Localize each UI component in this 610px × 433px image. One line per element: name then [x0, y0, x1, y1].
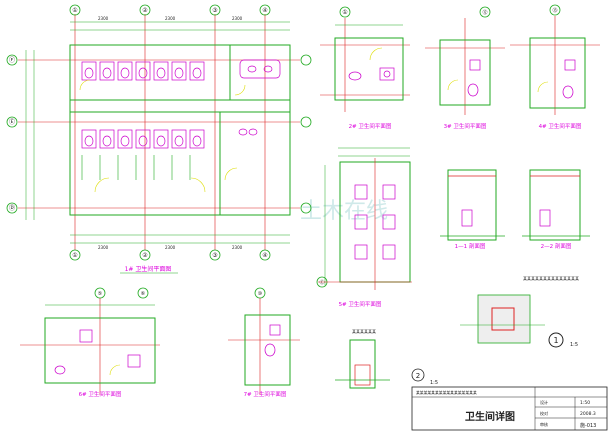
dim-text: 2300: [232, 245, 243, 250]
plan-1: ① ② ③ ④ ① ② ③ ④ Ⓕ Ⓔ Ⓓ 2300 2300 2300 230…: [6, 4, 312, 274]
axis-label: ④: [262, 252, 267, 259]
axis-label: Ⓒ: [319, 279, 324, 286]
plan-label: 7# 卫生间平面图: [244, 390, 287, 398]
plan-5: Ⓒ 5# 卫生间平面图: [316, 147, 412, 308]
detail-scale: 1:5: [570, 342, 578, 348]
title-field: 设计: [540, 399, 548, 405]
title-field: 校对: [540, 410, 548, 416]
axis-label: ①: [72, 252, 77, 259]
dim-text: 2300: [98, 245, 109, 250]
axis-label: ①: [342, 9, 347, 16]
watermark: 土木在线: [300, 199, 388, 224]
axis-label: ②: [142, 252, 148, 259]
detail-note: 某某某某某某某某某某某某某某: [523, 275, 579, 281]
section-label: 1—1 剖面图: [455, 242, 486, 250]
dim-text: 2300: [98, 16, 109, 21]
title-date: 2008.3: [580, 411, 596, 417]
title-text: 卫生间详图: [465, 410, 515, 423]
detail-marker: 1: [553, 336, 558, 345]
plan-label: 3# 卫生间平面图: [444, 122, 487, 130]
axis-label: ①: [72, 7, 77, 14]
axis-label: ③: [212, 252, 217, 259]
detail-marker: 2: [416, 372, 420, 380]
dim-text: 2300: [165, 245, 176, 250]
plan-2: ① 2# 卫生间平面图: [320, 6, 410, 130]
title-block: 某某某某某某某某某某某某某某某某 卫生间详图 设计 校对 审核 1:50 200…: [411, 386, 608, 431]
plan-6: ⑤ ⑥ 6# 卫生间平面图: [20, 287, 160, 398]
section-label: 2—2 剖面图: [541, 242, 572, 250]
plan-3: ⑫ 3# 卫生间平面图: [425, 6, 505, 130]
axis-label: ④: [262, 7, 267, 14]
title-scale: 1:50: [580, 400, 590, 406]
axis-label: ②: [142, 7, 148, 14]
dim-text: 2300: [165, 16, 176, 21]
axis-label: ⑩: [258, 291, 263, 297]
axis-label: ⑫: [482, 9, 487, 16]
axis-label: ③: [212, 7, 217, 14]
section-2: 2—2 剖面图: [522, 169, 590, 250]
axis-label: Ⓔ: [9, 118, 15, 126]
axis-label: ⑥: [141, 291, 146, 297]
detail-note: 某某某某某某: [352, 328, 376, 334]
axis-label: ⑤: [98, 291, 102, 297]
title-drawing-no: 施-013: [580, 422, 596, 429]
dim-text: 2300: [232, 16, 243, 21]
plan-7: ⑩ 7# 卫生间平面图: [228, 287, 300, 398]
watermark-text: 土木在线: [300, 199, 388, 224]
plan-label: 5# 卫生间平面图: [339, 300, 382, 308]
title-subtitle: 某某某某某某某某某某某某某某某某: [416, 390, 477, 395]
detail-2: 某某某某某某 2 1:5: [335, 328, 438, 389]
section-1: 1—1 剖面图: [440, 169, 505, 250]
axis-label: Ⓕ: [9, 56, 15, 64]
plan-label: 4# 卫生间平面图: [539, 122, 582, 130]
plan-label: 6# 卫生间平面图: [79, 390, 122, 398]
plan-label: 1# 卫生间平面图: [125, 265, 172, 273]
title-field: 审核: [540, 421, 548, 427]
plan-label: 2# 卫生间平面图: [349, 122, 392, 130]
axis-label: ⑬: [552, 7, 557, 14]
axis-label: Ⓓ: [9, 204, 15, 212]
detail-1: 某某某某某某某某某某某某某某 1 1:5: [460, 275, 579, 348]
plan-4: ⑬ 4# 卫生间平面图: [510, 4, 600, 130]
detail-scale: 1:5: [430, 380, 438, 386]
